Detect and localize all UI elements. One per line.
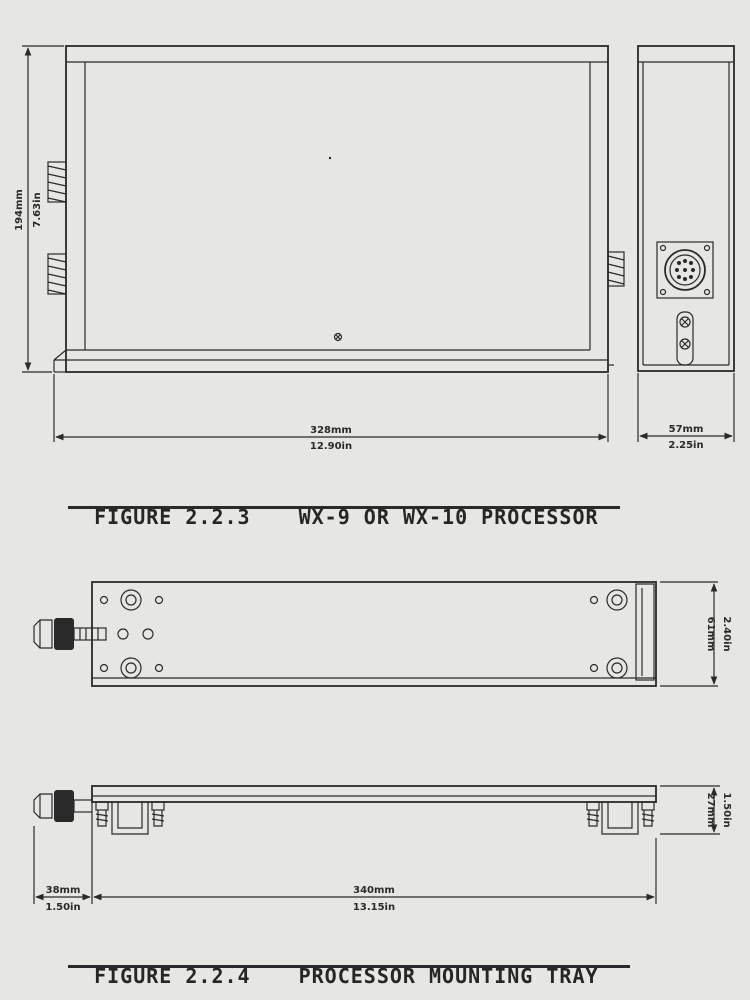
depth-in-label: 2.25in [668,440,703,451]
tray-width-mm-label: 61mm [705,617,716,652]
height-mm-label: 194mm [14,189,25,231]
screw-icon [333,332,343,342]
processor-side-view [637,45,735,372]
figure-223-number: FIGURE 2.2.3 [94,505,251,529]
tray-width-dimension [660,581,718,687]
tray-top-view [91,581,657,687]
figure-224-caption: FIGURE 2.2.4 PROCESSOR MOUNTING TRAY [68,940,599,988]
tray-side-view [91,785,657,835]
knob-in-label: 1.50in [45,902,80,913]
tray-height-dimension [660,785,720,835]
processor-front-view [53,45,614,373]
tray-mount-holes [99,589,628,679]
tray-knob-top-icon [33,618,107,650]
tray-height-in-label: 1.50in [721,792,732,827]
tray-studs [95,801,655,827]
height-dimension [22,45,64,373]
height-in-label: 7.63in [32,192,43,227]
tray-length-in-label: 13.15in [353,902,395,913]
tray-width-in-label: 2.40in [721,616,732,651]
left-connector-upper [47,161,67,203]
figure-224-title: PROCESSOR MOUNTING TRAY [298,964,599,988]
knob-mm-label: 38mm [46,885,81,896]
width-mm-label: 328mm [310,425,352,436]
tray-length-mm-label: 340mm [353,885,395,896]
tray-knob-side-icon [33,790,93,822]
figure-223-title: WX-9 OR WX-10 PROCESSOR [298,505,599,529]
mounting-latch-icon [676,311,694,366]
figure-224-number: FIGURE 2.2.4 [94,964,251,988]
width-dimension [53,374,609,442]
circular-connector-icon [656,241,714,299]
width-in-label: 12.90in [310,441,352,452]
depth-mm-label: 57mm [669,424,704,435]
figure-223-caption: FIGURE 2.2.3 WX-9 OR WX-10 PROCESSOR [68,481,599,529]
right-connector [607,251,625,287]
tray-length-dimensions [33,812,657,904]
depth-dimension [637,373,735,442]
left-connector-lower [47,253,67,295]
figure-224-underline [68,965,630,968]
figure-223-underline [68,506,620,509]
tray-height-mm-label: 27mm [705,793,716,828]
